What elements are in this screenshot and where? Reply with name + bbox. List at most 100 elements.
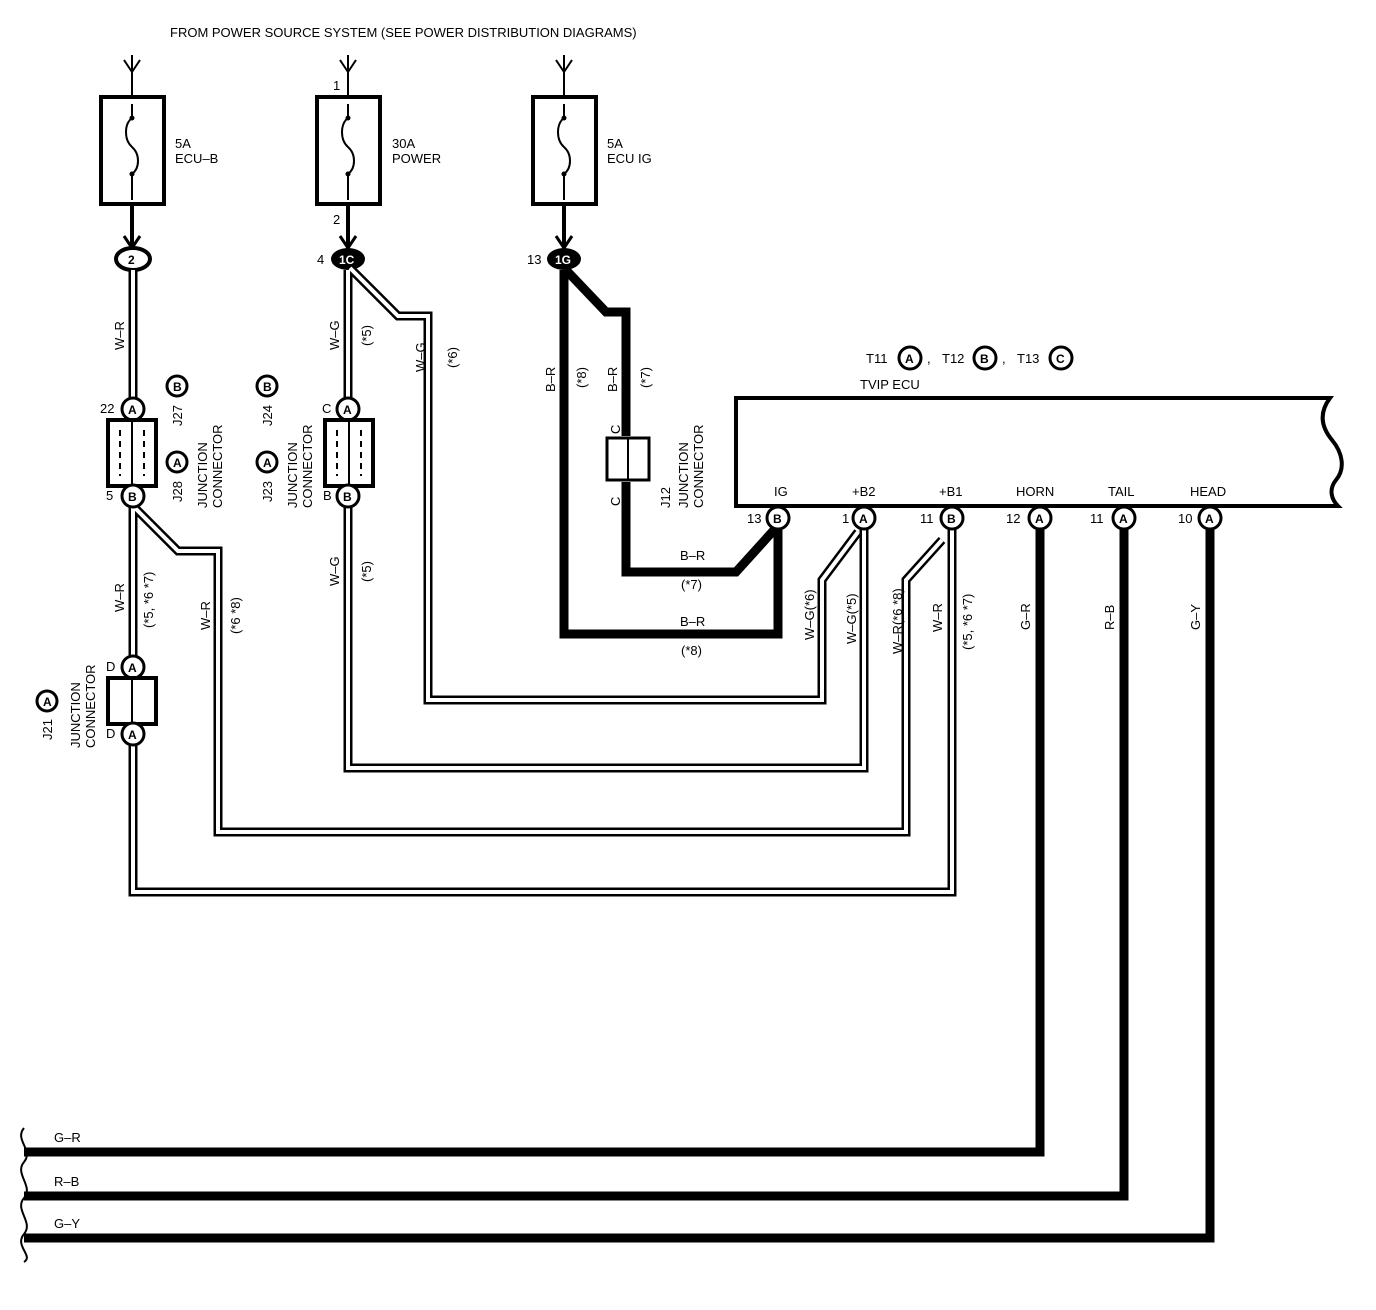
j12-ref: J12 bbox=[658, 487, 673, 508]
wire-label-head: G–Y bbox=[1188, 604, 1203, 630]
ecu-term-tail-pin: 11 bbox=[1090, 511, 1104, 526]
ecu-ref-t11-letter: A bbox=[905, 352, 914, 366]
j23-ref-letter: A bbox=[263, 456, 272, 470]
fuse-power-name: POWER bbox=[392, 151, 441, 166]
j21-top-pin: D bbox=[106, 659, 115, 674]
ecu-terminals: IG 13 B +B2 1 A +B1 11 B HORN 12 A TAIL … bbox=[747, 484, 1226, 531]
wire-label-wr-mid: W–R bbox=[112, 583, 127, 612]
fuse-ecu-ig-rating: 5A bbox=[607, 136, 623, 151]
j23-bottom-pin: B bbox=[323, 488, 332, 503]
wire-label-br-ig7-note: (*7) bbox=[681, 577, 702, 592]
wire-label-wr-branch: W–R bbox=[198, 601, 213, 630]
ecu-term-ig-pin: 13 bbox=[747, 511, 761, 526]
j23-ref: J23 bbox=[260, 481, 275, 502]
ecu-term-horn-pin: 12 bbox=[1006, 511, 1020, 526]
fuse-power-pin-in: 1 bbox=[333, 78, 340, 93]
wire-label-wr-b1b-note: (*5, *6 *7) bbox=[960, 594, 975, 650]
wire-label-wr-b1a: W–R(*6 *8) bbox=[890, 588, 905, 654]
wire-label-br-8: B–R bbox=[543, 367, 558, 392]
j21-ref-letter: A bbox=[43, 695, 52, 709]
connector-1c-pin: 4 bbox=[317, 252, 324, 267]
ecu-name: TVIP ECU bbox=[860, 377, 920, 392]
ecu-ref-sep-1: , bbox=[927, 351, 931, 366]
ecu-term-b1-letter: B bbox=[947, 512, 956, 526]
ecu-ref-sep-2: , bbox=[1002, 351, 1006, 366]
wire-label-br-7-note: (*7) bbox=[638, 367, 653, 388]
wire-label-wr-b1b: W–R bbox=[930, 603, 945, 632]
ecu-term-horn-letter: A bbox=[1035, 512, 1044, 526]
j23-top-pin: C bbox=[322, 401, 331, 416]
j27-bottom-letter: B bbox=[128, 490, 137, 504]
wire-label-wg-lower: W–G bbox=[327, 556, 342, 586]
ecu-term-ig-letter: B bbox=[773, 512, 782, 526]
wire-label-bus-gr: G–R bbox=[54, 1130, 81, 1145]
j24-ref-letter: B bbox=[263, 380, 272, 394]
junction-j23-j24: B J24 A J23 JUNCTION CONNECTOR C A B B bbox=[255, 374, 375, 509]
diagram-header: FROM POWER SOURCE SYSTEM (SEE POWER DIST… bbox=[170, 25, 637, 40]
connector-2: 2 bbox=[114, 246, 152, 272]
j21-caption-1: JUNCTION bbox=[68, 682, 83, 748]
connector-1c: 4 1C bbox=[317, 248, 365, 270]
j12-caption-1: JUNCTION bbox=[676, 442, 691, 508]
j21-top-letter: A bbox=[128, 661, 137, 675]
j27-top-pin: 22 bbox=[100, 401, 114, 416]
ecu-term-b1-label: +B1 bbox=[939, 484, 963, 499]
wire-label-wr-top: W–R bbox=[112, 321, 127, 350]
j27-top-letter: A bbox=[128, 403, 137, 417]
j27-ref-letter: B bbox=[173, 380, 182, 394]
connector-1g-pin: 13 bbox=[527, 252, 541, 267]
wire-label-wg-top: W–G bbox=[327, 320, 342, 350]
ecu-term-b1-pin: 11 bbox=[920, 511, 934, 526]
ecu-ref-t11: T11 bbox=[866, 351, 887, 366]
wire-label-wr-mid-note: (*5, *6 *7) bbox=[141, 572, 156, 628]
ecu-term-b2-label: +B2 bbox=[852, 484, 876, 499]
connector-1g-label: 1G bbox=[555, 253, 571, 267]
j21-caption-2: CONNECTOR bbox=[83, 664, 98, 748]
j28-ref-letter: A bbox=[173, 456, 182, 470]
connector-1g: 13 1G bbox=[527, 248, 581, 270]
ecu-ref-t12-letter: B bbox=[980, 352, 989, 366]
junction-j12: C C J12 JUNCTION CONNECTOR bbox=[605, 424, 706, 508]
wire-label-tail: R–B bbox=[1102, 605, 1117, 630]
wire-label-br-ig8-note: (*8) bbox=[681, 643, 702, 658]
junction-j27-j28: 22 A 5 B B J27 A J28 JUNCTION CONNECTOR bbox=[100, 374, 225, 509]
ecu-term-b2-letter: A bbox=[859, 512, 868, 526]
fuse-power-pin-out: 2 bbox=[333, 212, 340, 227]
fuse-power: 1 30A POWER 2 bbox=[315, 55, 441, 251]
thick-wires bbox=[24, 266, 1215, 1243]
wire-labels: W–R W–G (*5) W–G (*6) B–R (*8) B–R (*7) … bbox=[54, 320, 1203, 1231]
wire-label-br-7: B–R bbox=[605, 367, 620, 392]
ecu-ref-t12: T12 bbox=[942, 351, 964, 366]
ecu-term-tail-label: TAIL bbox=[1108, 484, 1135, 499]
ecu-ref-t13: T13 bbox=[1017, 351, 1039, 366]
wire-label-wg-b2b: W–G(*5) bbox=[844, 593, 859, 644]
j27-caption-2: CONNECTOR bbox=[210, 424, 225, 508]
j27-bottom-pin: 5 bbox=[106, 488, 113, 503]
fuse-ecu-b-name: ECU–B bbox=[175, 151, 218, 166]
j23-caption-2: CONNECTOR bbox=[300, 424, 315, 508]
ecu-term-head-label: HEAD bbox=[1190, 484, 1226, 499]
j12-bottom-pin: C bbox=[608, 497, 623, 506]
wire-label-bus-rb: R–B bbox=[54, 1174, 79, 1189]
wire-label-wg-top-note: (*5) bbox=[359, 325, 374, 346]
wire-label-br-ig7: B–R bbox=[680, 548, 705, 563]
j12-top-pin: C bbox=[608, 425, 623, 434]
fuse-ecu-b: 5A ECU–B bbox=[99, 55, 218, 251]
junction-j21: D A D A A J21 JUNCTION CONNECTOR bbox=[35, 654, 158, 748]
wire-label-br-8-note: (*8) bbox=[574, 367, 589, 388]
j21-ref: J21 bbox=[40, 719, 55, 740]
j21-bottom-pin: D bbox=[106, 726, 115, 741]
double-wires bbox=[128, 264, 957, 897]
wire-label-wg-branch: W–G bbox=[413, 342, 428, 372]
ecu-term-head-pin: 10 bbox=[1178, 511, 1192, 526]
wire-label-wg-lower-note: (*5) bbox=[359, 561, 374, 582]
wire-label-wg-branch-note: (*6) bbox=[445, 347, 460, 368]
wire-label-wr-branch-note: (*6 *8) bbox=[228, 597, 243, 634]
j24-ref: J24 bbox=[260, 405, 275, 426]
ecu-term-head-letter: A bbox=[1205, 512, 1214, 526]
fuse-ecu-b-rating: 5A bbox=[175, 136, 191, 151]
j23-caption-1: JUNCTION bbox=[285, 442, 300, 508]
j28-ref: J28 bbox=[170, 481, 185, 502]
j12-caption-2: CONNECTOR bbox=[691, 424, 706, 508]
wire-label-horn: G–R bbox=[1018, 603, 1033, 630]
